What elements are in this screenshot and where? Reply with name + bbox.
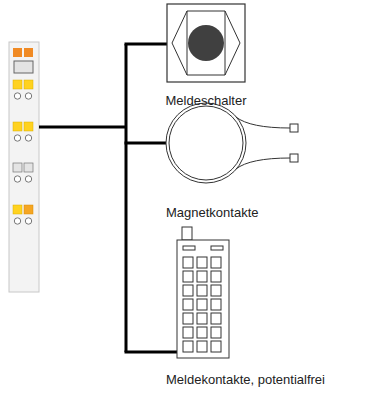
limit-switch (167, 4, 245, 82)
device-label: Meldeschalter (166, 93, 247, 109)
device-label: Magnetkontakte (166, 205, 259, 221)
terminal-module (9, 42, 39, 292)
magnet-contact-cable (166, 103, 298, 183)
relay-module (177, 227, 229, 358)
wire (39, 44, 178, 352)
device-label: Meldekontakte, potentialfrei (166, 372, 325, 388)
